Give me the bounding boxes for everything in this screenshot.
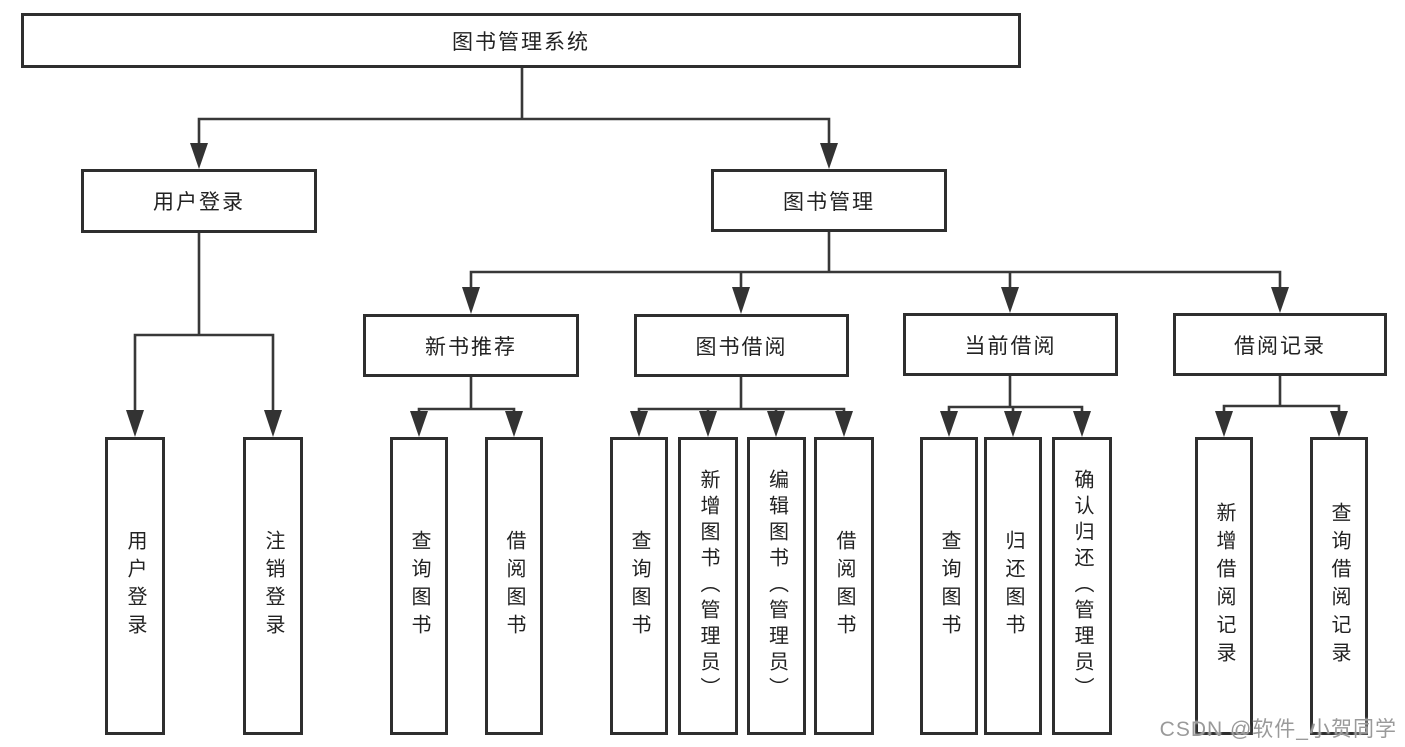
leaf-edit-books-admin: 编辑图书（管理员） — [747, 437, 806, 735]
node-current-borrowing: 当前借阅 — [903, 313, 1118, 376]
leaf-add-books-admin: 新增图书（管理员） — [678, 437, 738, 735]
node-book-borrowing: 图书借阅 — [634, 314, 849, 377]
leaf-label: 借阅图书 — [833, 530, 855, 642]
leaf-confirm-return-admin: 确认归还（管理员） — [1052, 437, 1112, 735]
node-label: 图书管理系统 — [452, 30, 590, 54]
leaf-logout: 注销登录 — [243, 437, 303, 735]
leaf-label: 查询借阅记录 — [1328, 502, 1350, 670]
leaf-label: 查询图书 — [408, 530, 430, 642]
node-new-book-recommendation: 新书推荐 — [363, 314, 579, 377]
leaf-return-books: 归还图书 — [984, 437, 1042, 735]
node-book-management: 图书管理 — [711, 169, 947, 232]
leaf-borrow-books-recommend: 借阅图书 — [485, 437, 543, 735]
node-label: 图书借阅 — [695, 335, 788, 359]
leaf-label: 查询图书 — [628, 530, 650, 642]
arrowheads — [126, 143, 1348, 437]
csdn-watermark: CSDN @软件_小贺同学 — [1159, 718, 1397, 741]
leaf-label: 编辑图书（管理员） — [765, 469, 788, 703]
leaf-label: 查询图书 — [938, 530, 960, 642]
leaf-label: 归还图书 — [1002, 530, 1024, 642]
leaf-query-books-borrow: 查询图书 — [610, 437, 668, 735]
leaf-add-borrow-record: 新增借阅记录 — [1195, 437, 1253, 735]
leaf-label: 新增图书（管理员） — [697, 469, 719, 703]
leaf-query-books-recommend: 查询图书 — [390, 437, 448, 735]
leaf-query-books-current: 查询图书 — [920, 437, 978, 735]
leaf-label: 用户登录 — [124, 530, 146, 642]
node-label: 当前借阅 — [964, 334, 1057, 358]
leaf-label: 注销登录 — [262, 530, 284, 642]
node-borrowing-records: 借阅记录 — [1173, 313, 1387, 376]
leaf-label: 借阅图书 — [503, 530, 525, 642]
node-label: 新书推荐 — [425, 335, 517, 359]
node-label: 图书管理 — [783, 190, 875, 214]
leaf-query-borrow-record: 查询借阅记录 — [1310, 437, 1368, 735]
node-user-login: 用户登录 — [81, 169, 317, 233]
leaf-label: 新增借阅记录 — [1213, 502, 1235, 670]
leaf-label: 确认归还（管理员） — [1071, 469, 1093, 703]
leaf-borrow-books: 借阅图书 — [814, 437, 874, 735]
leaf-user-login: 用户登录 — [105, 437, 165, 735]
node-library-management-system: 图书管理系统 — [21, 13, 1021, 68]
node-label: 借阅记录 — [1234, 334, 1326, 358]
node-label: 用户登录 — [153, 191, 245, 214]
